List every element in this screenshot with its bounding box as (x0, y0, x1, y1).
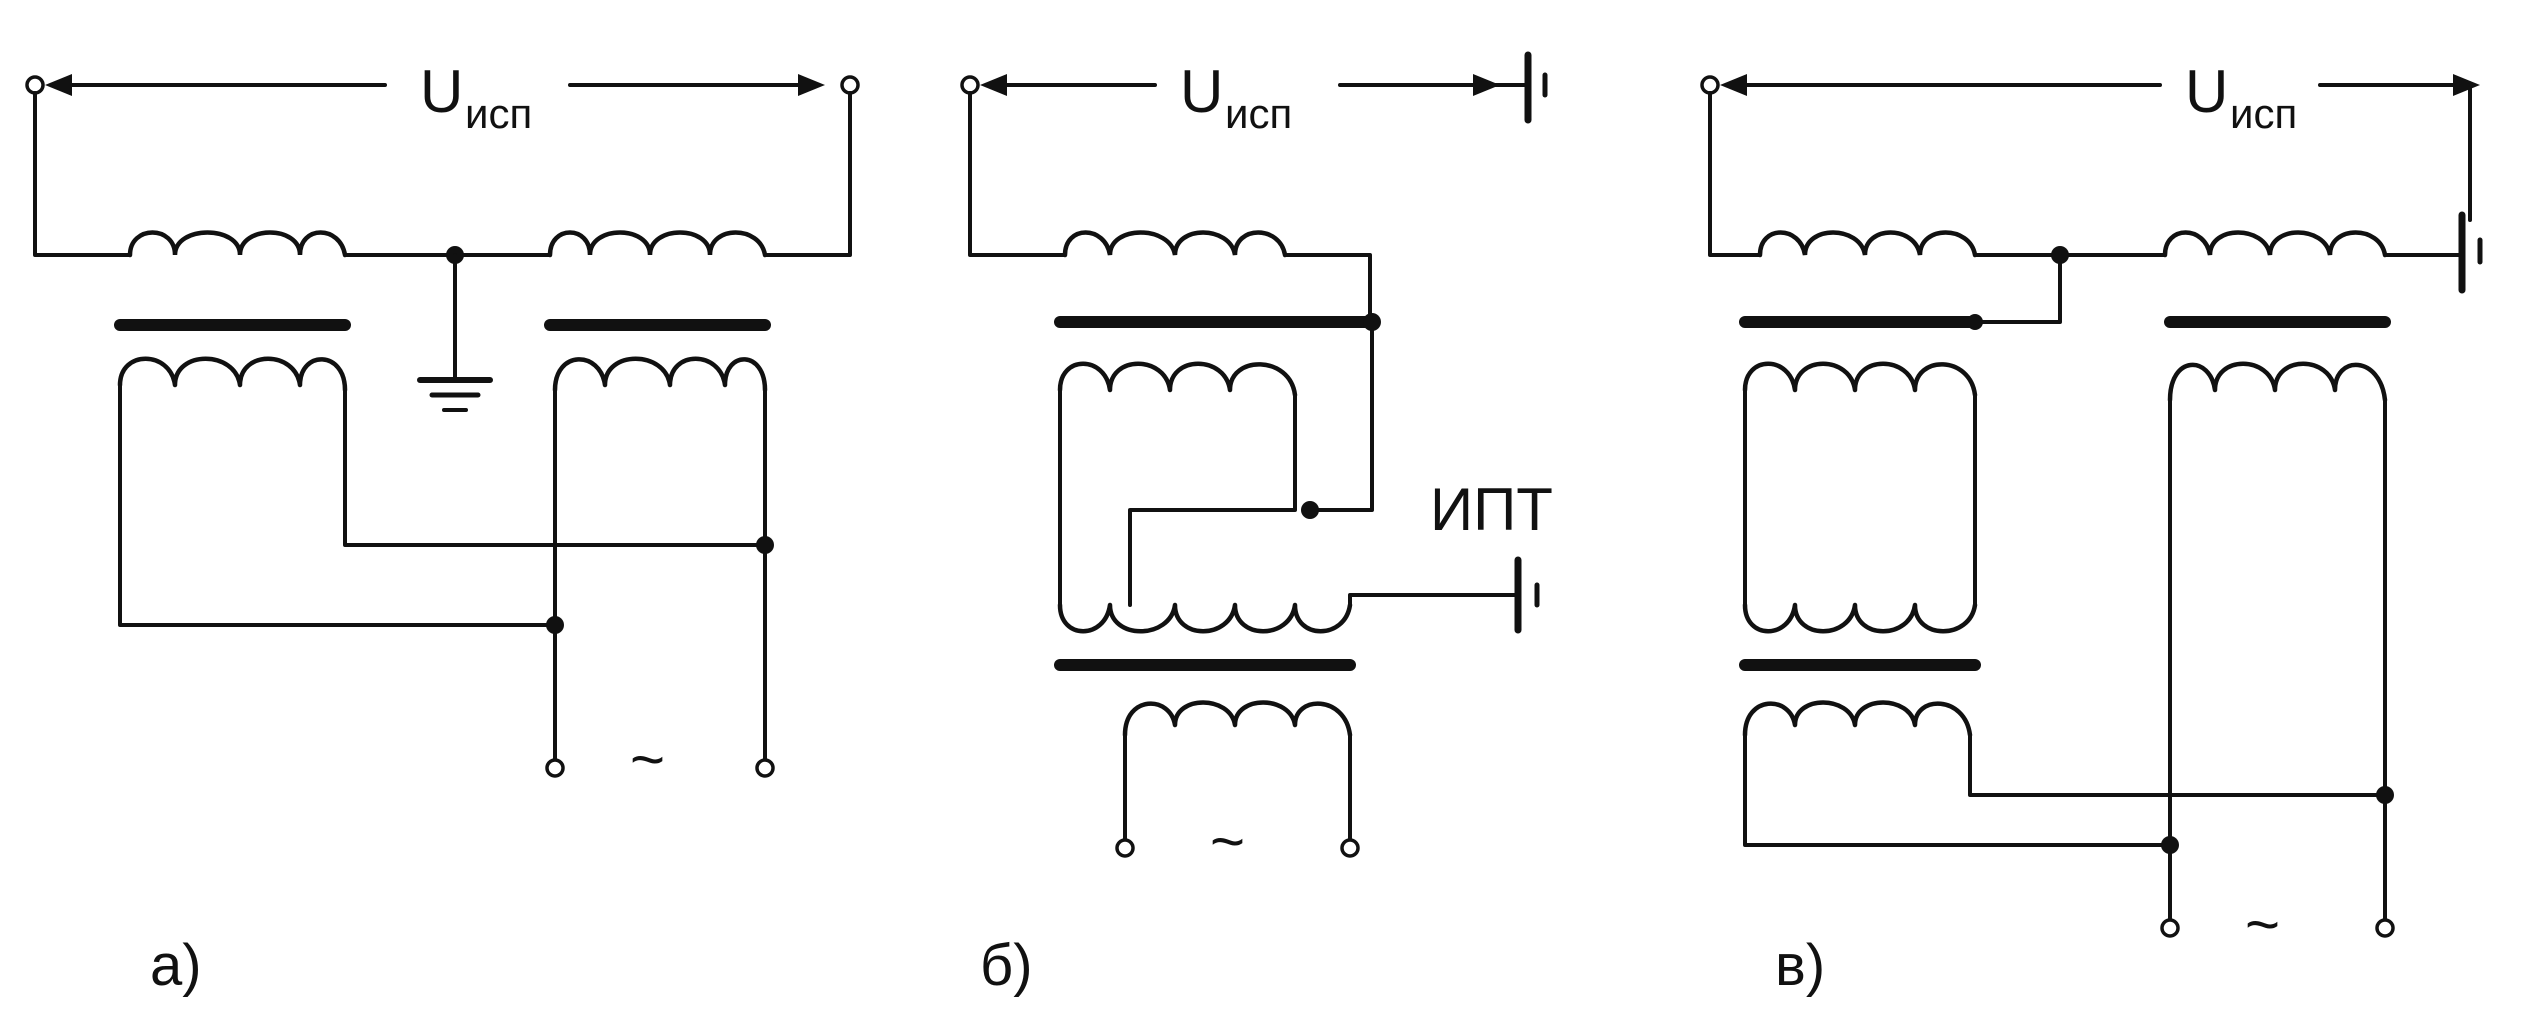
hv-winding-1 (127, 230, 348, 258)
voltage-label-subscript: исп (1225, 90, 1292, 137)
junction-dot (1301, 501, 1319, 519)
junction-dot (2376, 786, 2394, 804)
wire (1743, 733, 2172, 847)
panel-label-c: в) (1775, 933, 1825, 998)
hv-winding-2 (2162, 230, 2388, 258)
wire (1283, 253, 1372, 324)
wire (1973, 253, 2062, 324)
hv-winding-2 (547, 230, 768, 258)
terminal-circle (1700, 75, 1720, 95)
voltage-label-main: U (420, 58, 463, 125)
terminal-circle (755, 758, 775, 778)
wire (1308, 320, 1374, 512)
junction-dot (2161, 836, 2179, 854)
wire (343, 388, 767, 547)
terminal-circle (25, 75, 45, 95)
coupling-winding (1742, 602, 1978, 634)
junction-dot (546, 616, 564, 634)
lv-winding (1122, 700, 1353, 738)
voltage-arrow-b: U исп (960, 58, 1502, 137)
terminal-circle (2160, 918, 2180, 938)
voltage-label-subscript: исп (2230, 90, 2297, 137)
panel-a: U исп ~ а) (25, 58, 860, 998)
lv-winding-2 (2167, 361, 2388, 403)
voltage-arrow-c: U исп (1700, 58, 2480, 137)
chassis-ground-symbol (1498, 51, 1548, 124)
ac-source-symbol: ~ (630, 726, 665, 793)
wire (1128, 393, 1297, 607)
voltage-arrow-a: U исп (25, 58, 860, 137)
wire (1968, 733, 2387, 797)
hv-winding (1062, 230, 1288, 258)
terminal-circle (1115, 838, 1135, 858)
lv-winding-1 (1742, 700, 1973, 738)
tap-label: ИПТ (1430, 476, 1553, 543)
voltage-label-main: U (1180, 58, 1223, 125)
wire (33, 91, 132, 257)
wire (1708, 91, 1762, 257)
exciting-winding (1057, 361, 1298, 398)
hv-winding-1 (1757, 230, 1978, 258)
wire (118, 383, 557, 627)
terminal-circle (545, 758, 565, 778)
lv-winding-2 (552, 356, 768, 393)
chassis-ground-symbol (1514, 556, 1540, 634)
panel-b: U исп ИПТ (960, 51, 1553, 998)
wire (763, 91, 852, 257)
ac-source-symbol: ~ (1210, 808, 1245, 875)
terminal-circle (960, 75, 980, 95)
lv-winding-1 (117, 356, 348, 393)
terminal-circle (1340, 838, 1360, 858)
terminal-circle (840, 75, 860, 95)
junction-dot (756, 536, 774, 554)
wire (1348, 593, 1517, 607)
terminal-circle (2375, 918, 2395, 938)
chassis-ground-symbol (2458, 83, 2483, 294)
middle-winding (1057, 602, 1353, 634)
panel-label-b: б) (980, 933, 1033, 998)
ground-symbol (417, 377, 493, 412)
wire (968, 91, 1067, 257)
voltage-label-subscript: исп (465, 90, 532, 137)
panel-c: U исп (1700, 58, 2483, 998)
panel-label-a: а) (150, 933, 202, 998)
voltage-label-main: U (2185, 58, 2228, 125)
ac-source-symbol: ~ (2245, 891, 2280, 958)
exciting-winding (1742, 361, 1978, 398)
